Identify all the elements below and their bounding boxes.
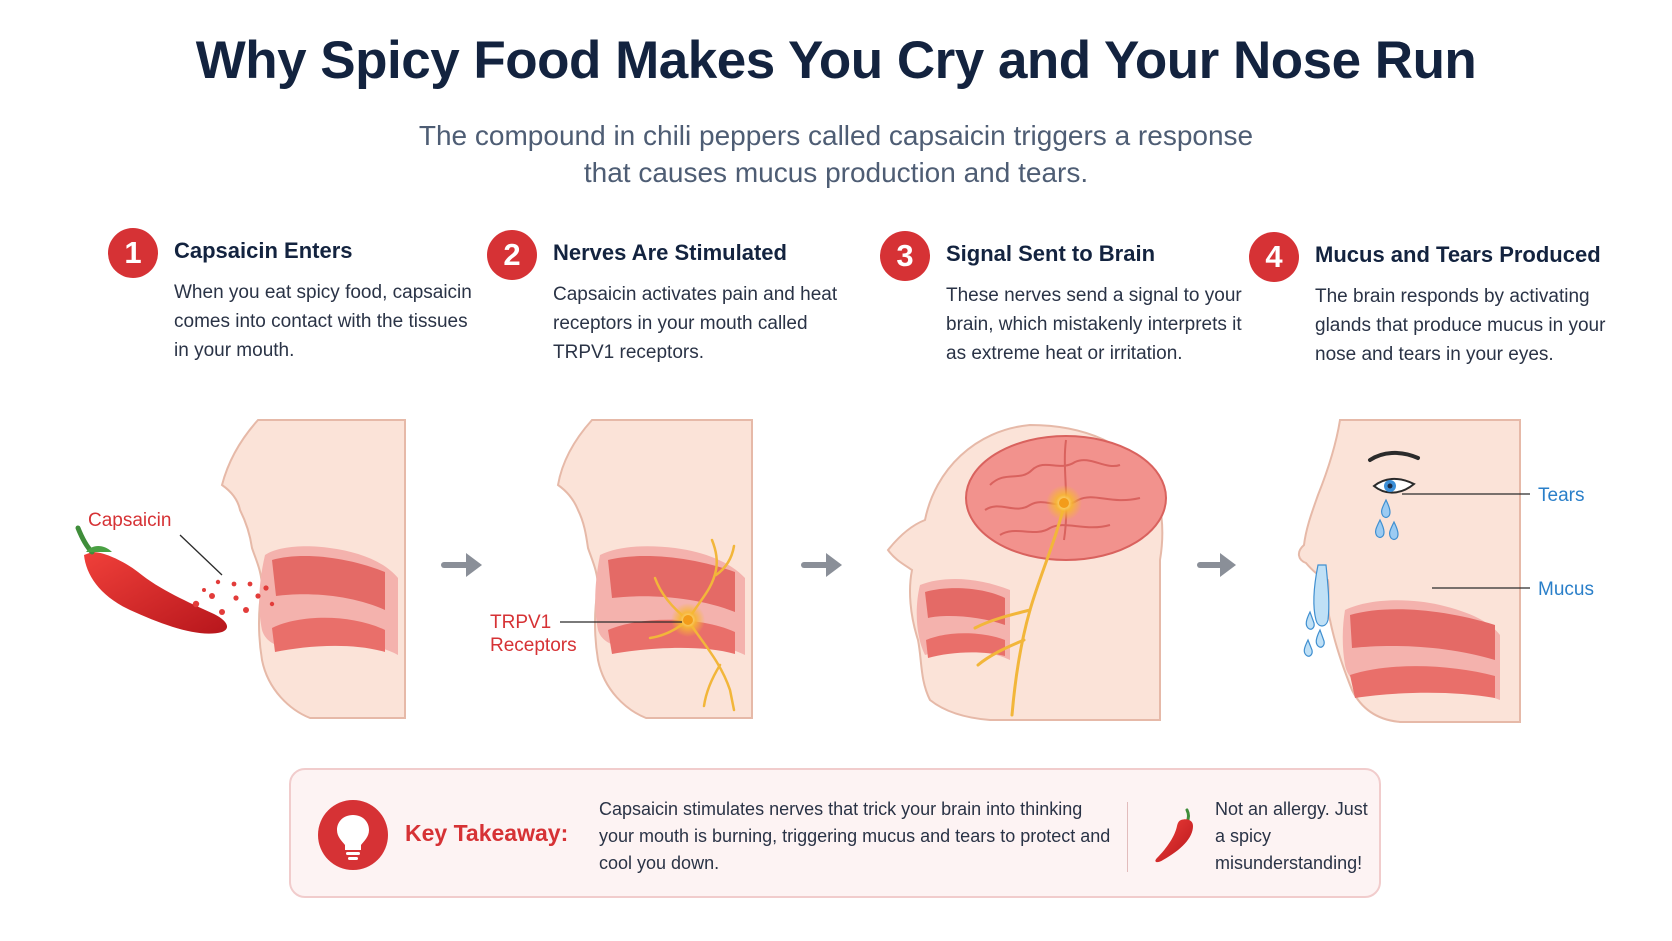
capsaicin-particles [192, 579, 275, 615]
eye-icon [1368, 451, 1420, 494]
step-4-title: Mucus and Tears Produced [1315, 242, 1601, 267]
page-title: Why Spicy Food Makes You Cry and Your No… [195, 31, 1477, 90]
step-3-number-badge: 3 [880, 231, 930, 281]
trpv1-label-line-2: Receptors [490, 635, 577, 656]
panel-3-head-illustration [886, 423, 1167, 721]
step-1-description: When you eat spicy food, capsaicin comes… [174, 282, 472, 361]
trpv1-label-line-1: TRPV1 [490, 612, 551, 633]
step-1-title: Capsaicin Enters [174, 238, 353, 263]
step-2-title: Nerves Are Stimulated [553, 240, 787, 265]
tear-drops-icon [1374, 498, 1399, 540]
panel-4-face-illustration [1298, 419, 1521, 723]
key-takeaway-text: Capsaicin stimulates nerves that trick y… [599, 799, 1111, 873]
mucus-label: Mucus [1538, 579, 1594, 600]
arrow-right-icon [801, 553, 842, 577]
chili-pepper-icon [75, 525, 228, 634]
capsaicin-leader-line [179, 534, 223, 576]
page-subtitle: The compound in chili peppers called cap… [336, 117, 1336, 191]
step-2-number-badge: 2 [487, 230, 537, 280]
step-1-number-badge: 1 [108, 228, 158, 278]
mucus-drip-icon [1303, 564, 1330, 657]
panel-1-mouth-illustration [220, 419, 406, 719]
subtitle-line-1: The compound in chili peppers called cap… [418, 120, 1254, 151]
tears-label: Tears [1538, 485, 1584, 506]
brain-signal-point [1059, 498, 1069, 508]
key-takeaway-box: Key Takeaway: Capsaicin stimulates nerve… [289, 768, 1381, 898]
capsaicin-label: Capsaicin [88, 510, 171, 531]
chili-pepper-icon [1149, 804, 1203, 873]
takeaway-divider [1127, 802, 1128, 872]
arrow-right-icon [441, 553, 482, 577]
step-4-description: The brain responds by activating glands … [1315, 286, 1606, 365]
takeaway-note-text: Not an allergy. Just a spicy misundersta… [1215, 799, 1368, 873]
arrow-right-icon [1197, 553, 1236, 577]
nerve-pathway [973, 503, 1066, 717]
lightbulb-icon [318, 800, 388, 870]
step-3-title: Signal Sent to Brain [946, 241, 1156, 266]
key-takeaway-label: Key Takeaway: [405, 820, 569, 846]
step-2-description: Capsaicin activates pain and heat recept… [553, 284, 838, 363]
step-4-number-badge: 4 [1249, 232, 1299, 282]
subtitle-line-2: that causes mucus production and tears. [583, 157, 1089, 188]
step-3-description: These nerves send a signal to your brain… [946, 285, 1242, 364]
receptor-point [683, 615, 693, 625]
